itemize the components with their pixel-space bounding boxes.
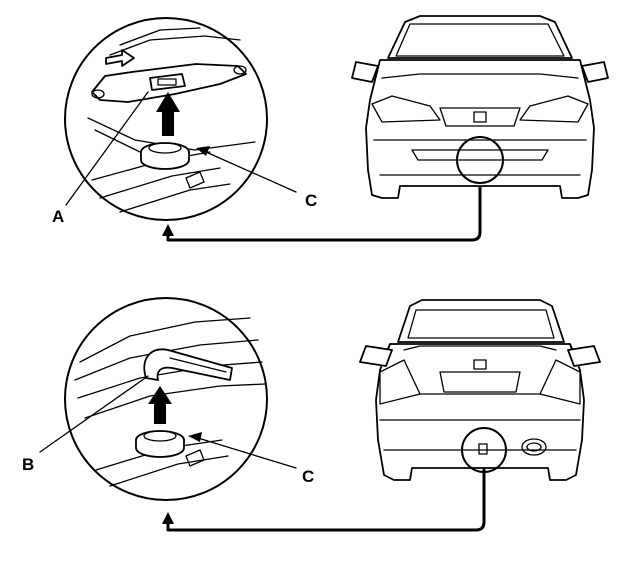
rear-highlight-circle bbox=[461, 427, 507, 473]
front-detail-view bbox=[64, 17, 268, 221]
leader-c-top bbox=[205, 151, 297, 193]
leader-a bbox=[65, 91, 149, 206]
hook-b bbox=[143, 348, 233, 381]
car-front-view bbox=[351, 15, 609, 199]
tow-hook-cap-c-rear bbox=[135, 430, 185, 458]
front-highlight-circle bbox=[456, 136, 504, 184]
label-b: B bbox=[22, 455, 34, 474]
label-c-top: C bbox=[305, 191, 317, 210]
leader-c-bottom bbox=[197, 437, 297, 469]
rear-detail-view bbox=[64, 297, 268, 501]
connector-line-bottom bbox=[166, 468, 486, 532]
label-c-bottom: C bbox=[302, 467, 314, 486]
connector-line-top bbox=[166, 182, 482, 242]
car-rear-view bbox=[359, 299, 601, 481]
label-a: A bbox=[52, 207, 64, 226]
tow-hook-cap-c bbox=[140, 142, 190, 170]
leader-b bbox=[39, 375, 149, 453]
removal-arrow-up-rear bbox=[148, 386, 172, 424]
removal-arrow-up bbox=[156, 92, 180, 136]
